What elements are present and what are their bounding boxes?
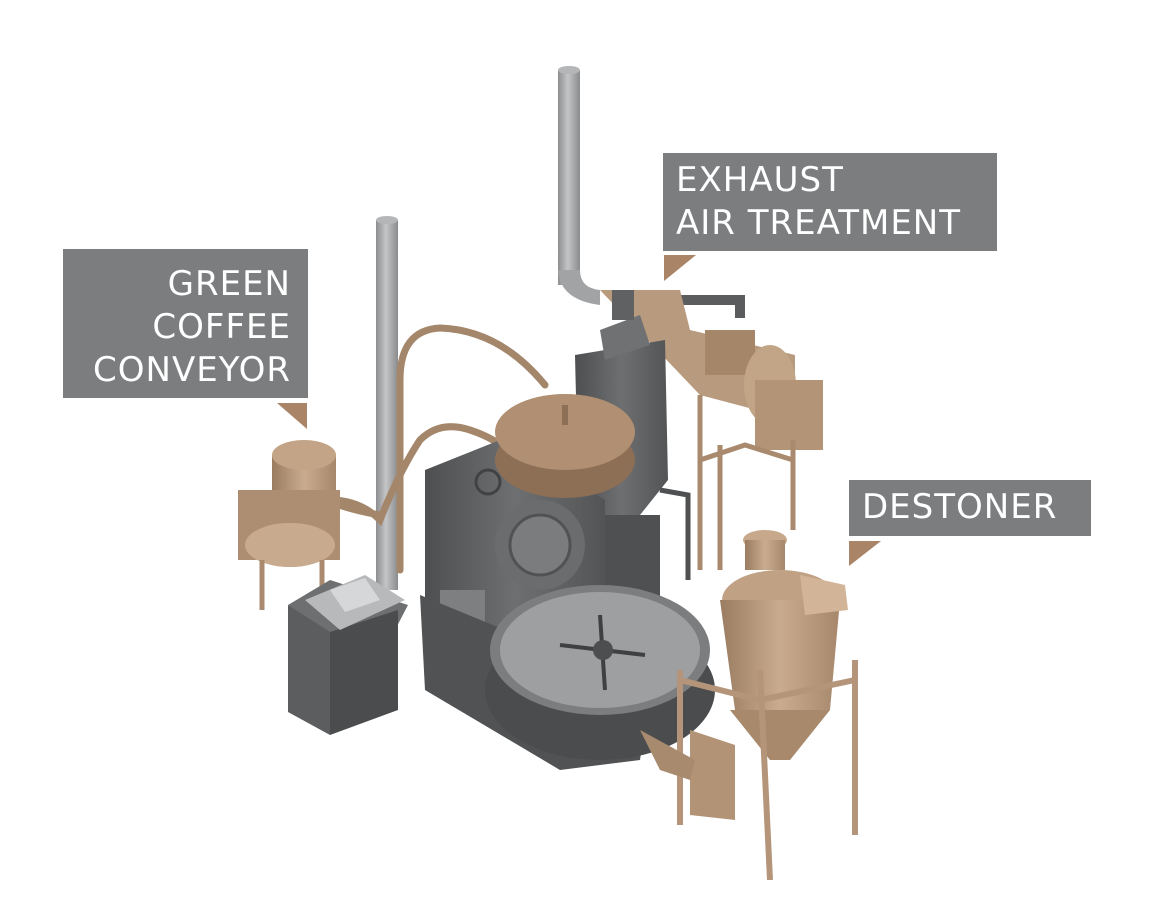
exhaust-pointer — [664, 255, 696, 281]
label-line: EXHAUST — [676, 160, 844, 200]
label-line: AIR TREATMENT — [676, 203, 961, 243]
label-line: DESTONER — [862, 487, 1058, 527]
destoner-unit — [640, 530, 858, 881]
green-coffee-conveyor-label: GREEN COFFEE CONVEYOR — [63, 249, 308, 398]
label-line: CONVEYOR — [93, 350, 291, 390]
exhaust-air-treatment-unit — [600, 290, 823, 570]
destoner-pointer — [849, 541, 881, 566]
cooling-tray — [485, 585, 715, 760]
exhaust-chimney-left — [376, 216, 398, 590]
label-line: COFFEE — [152, 307, 291, 347]
exhaust-chimney-right — [558, 66, 600, 305]
label-line: GREEN — [167, 264, 291, 304]
green-coffee-hopper-lid — [495, 394, 635, 498]
green-coffee-conveyor-unit — [238, 440, 340, 620]
exhaust-air-treatment-label: EXHAUST AIR TREATMENT — [663, 153, 997, 251]
green-coffee-pointer — [277, 403, 307, 429]
destoner-label: DESTONER — [849, 480, 1091, 536]
control-cabinet — [288, 575, 408, 735]
